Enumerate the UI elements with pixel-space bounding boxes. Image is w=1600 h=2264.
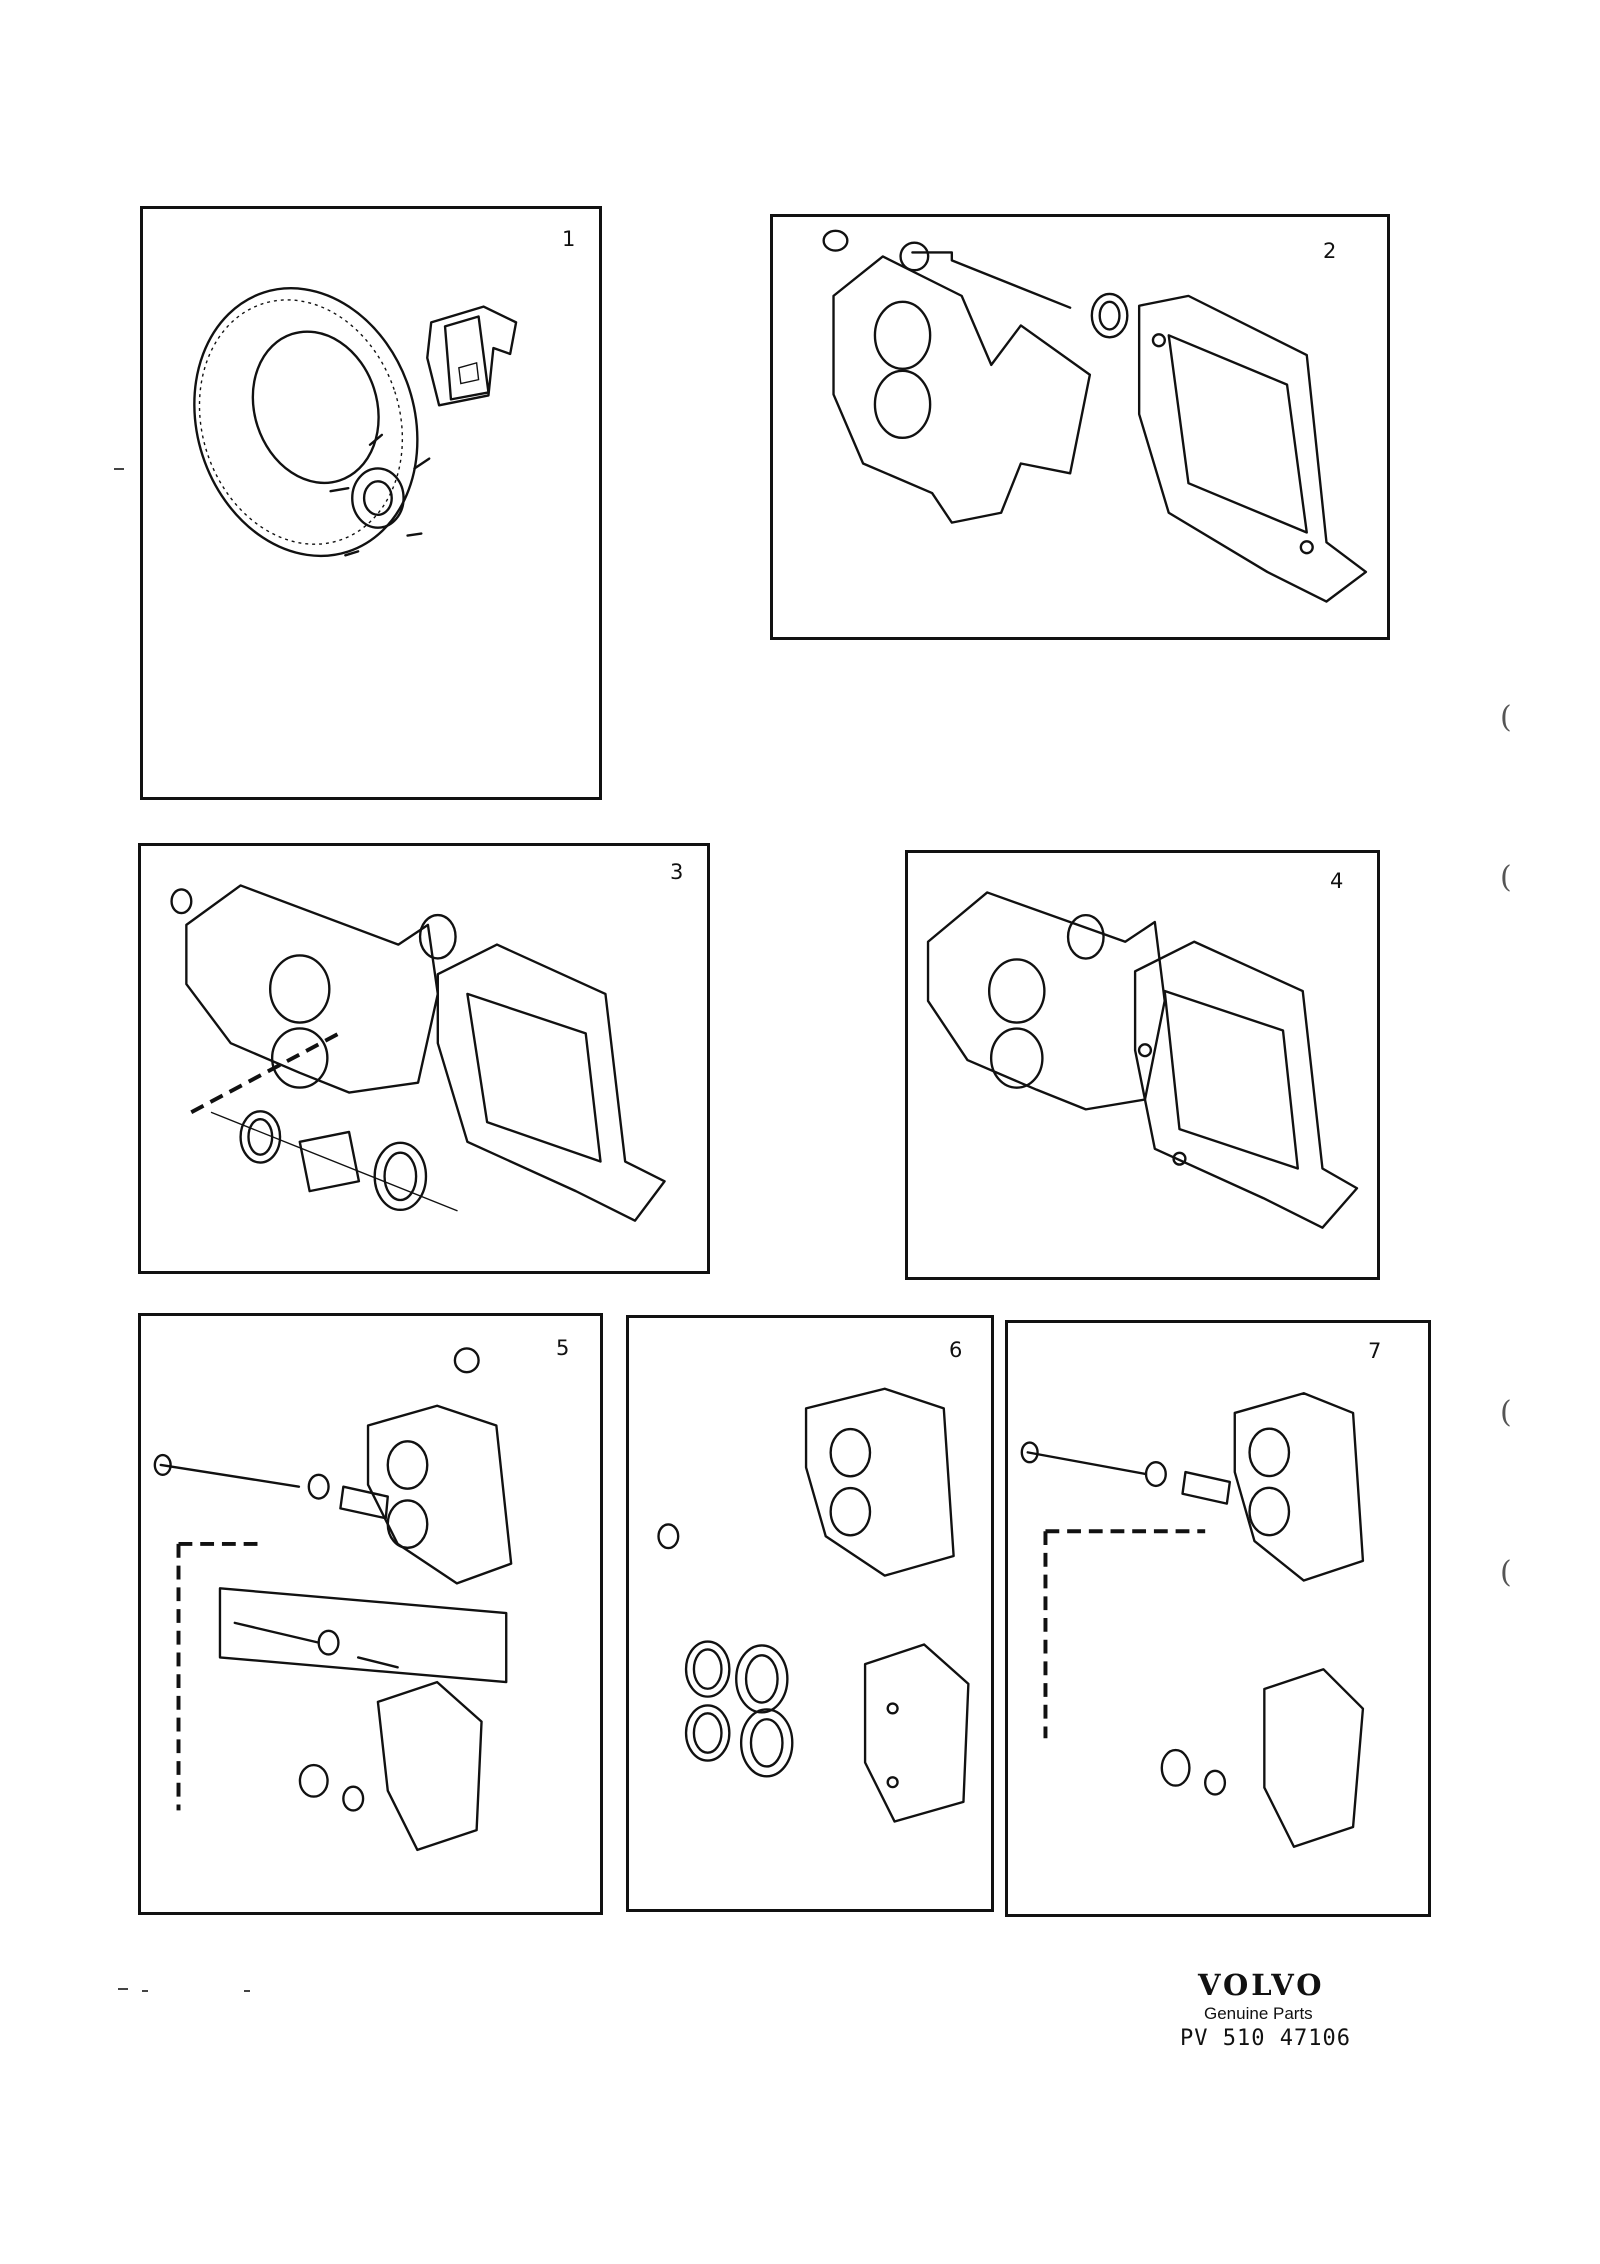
brand-subtitle: Genuine Parts	[1204, 2004, 1313, 2023]
brand-block: VOLVO Genuine Parts PV 510 47106	[1180, 1968, 1360, 2051]
volvo-logo: VOLVO	[1198, 1968, 1325, 2002]
panel-number: 1	[562, 227, 576, 251]
margin-mark: (	[1500, 1555, 1512, 1590]
piston-seal-kit-illustration	[657, 1387, 970, 1823]
panel-number: 6	[949, 1338, 963, 1362]
panel-number: 4	[1330, 869, 1344, 893]
caliper-pin-illustration	[822, 229, 1368, 603]
panel-7-bushing-kit: 7	[1005, 1320, 1431, 1917]
margin-mark: (	[1500, 860, 1512, 895]
panel-1-brake-disc: 1	[140, 206, 602, 800]
caliper-piston-illustration	[170, 884, 666, 1222]
panel-6-piston-seal-kit: 6	[626, 1315, 994, 1912]
panel-number: 5	[556, 1336, 570, 1360]
guide-pin-kit-illustration	[153, 1347, 513, 1852]
caliper-assembly-illustration	[926, 891, 1359, 1229]
panel-4-caliper-assembly: 4	[905, 850, 1380, 1280]
scan-speck	[142, 1990, 148, 1992]
panel-number: 7	[1368, 1339, 1382, 1363]
bushing-kit-illustration	[1020, 1392, 1365, 1848]
panel-number: 2	[1323, 239, 1337, 263]
brake-disc-illustration	[193, 287, 518, 558]
margin-mark: (	[1500, 1395, 1512, 1430]
scan-speck	[244, 1990, 250, 1992]
scan-speck	[114, 468, 124, 470]
panel-2-caliper-pin: 2	[770, 214, 1390, 640]
panel-3-caliper-piston: 3	[138, 843, 710, 1274]
part-code: PV 510 47106	[1180, 2026, 1351, 2051]
margin-mark: (	[1500, 700, 1512, 735]
scan-speck	[118, 1988, 128, 1990]
panel-5-guide-pin-kit: 5	[138, 1313, 603, 1915]
panel-number: 3	[670, 860, 684, 884]
